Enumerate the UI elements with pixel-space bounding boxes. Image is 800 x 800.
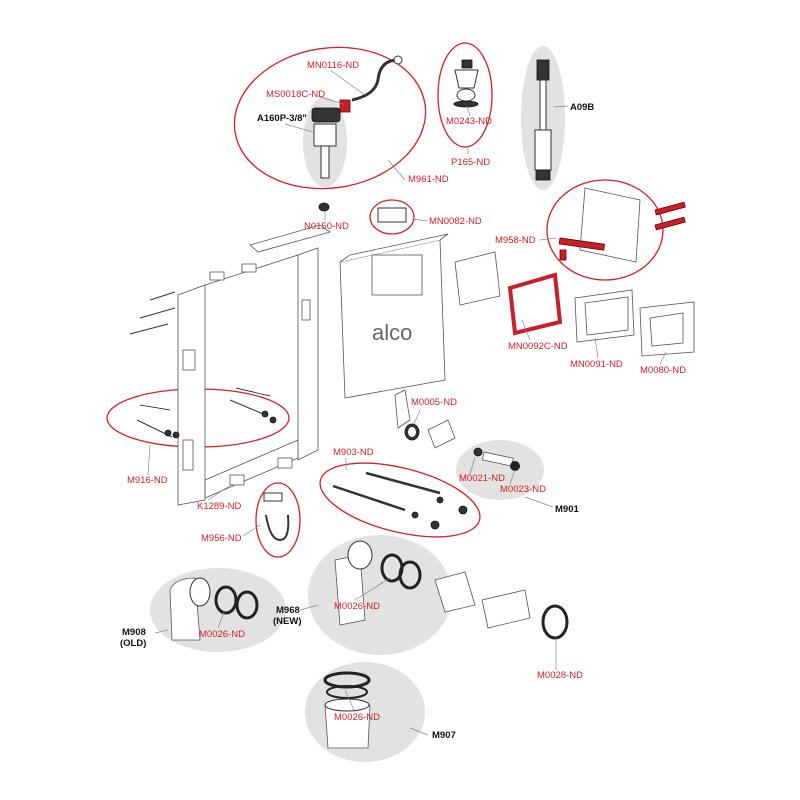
label-ms0018c: MS0018C-ND [266,89,325,100]
label-m903: M903-ND [333,447,374,458]
label-m961: M961-ND [408,174,449,185]
actuator-frame [454,251,501,306]
n0150-part [318,202,330,212]
label-mn0091: MN0091-ND [570,359,623,370]
m958-group-ring [546,179,664,281]
m903-group-ring [319,462,481,538]
label-mn0116: MN0116-ND [307,60,359,71]
m907-adapter [323,671,371,749]
m908-bend [169,577,259,641]
a160p-fill-valve [311,107,341,179]
label-a09b: A09B [570,102,594,113]
label-m0026-old: M0026-ND [199,629,245,640]
m956-clamp [263,492,290,542]
label-m0023: M0023-ND [500,484,546,495]
alco-logo: alco [372,320,412,345]
k1289-sleeve [229,474,245,486]
mn0116-hose [351,58,399,102]
m961-group-ring [233,46,427,190]
mn0091-box [574,289,635,343]
m0021-ring [473,447,483,457]
connector-pipe [427,419,456,449]
label-m956: M956-ND [201,533,242,544]
label-k1289: K1289-ND [197,501,241,512]
m903-rods [332,471,468,530]
label-m958: M958-ND [495,235,536,246]
label-n0150: N0150-ND [304,221,349,232]
wall-anchors [129,263,257,335]
label-m0021: M0021-ND [459,473,505,484]
m0023-cap [510,461,520,471]
label-mn0082: MN0082-ND [429,216,482,227]
m0005-ring-hole [408,427,416,437]
label-m901: M901 [555,504,579,515]
label-m0005: M0005-ND [411,397,457,408]
leader-lines [147,69,667,736]
m916-bolts [136,387,277,439]
m958-mechanism [558,187,686,263]
m968-group-highlight [308,535,452,655]
m0080-inner [649,312,684,347]
mn0082-part [377,207,407,223]
k1289-sleeve-2 [277,457,293,469]
label-m907: M907 [432,730,456,741]
label-m916: M916-ND [127,475,168,486]
p165-group-ring [437,42,493,148]
mn0082-ring [369,199,415,235]
m956-ring [255,482,301,558]
installation-frame [177,224,331,506]
a09b-flush-valve [534,59,552,181]
extension-pipes [434,571,569,640]
label-m0026-m907: M0026-ND [334,712,380,723]
mn0092c-frame [507,272,563,336]
label-a160p: A160P-3/8" [257,113,307,124]
label-m0028: M0028-ND [537,670,583,681]
label-m0080: M0080-ND [640,365,686,376]
label-m908: M908 [122,627,146,638]
m968-bend [334,540,422,626]
cistern-tank: alco [339,233,449,429]
label-m968: M968 [276,605,300,616]
label-mn0092c: MN0092C-ND [508,341,568,352]
label-p165: P165-ND [451,157,490,168]
label-m0026-new: M0026-ND [334,601,380,612]
label-m0243: M0243-ND [446,116,492,127]
label-m968-new: (NEW) [273,616,302,627]
p165-flush-valve [453,59,479,108]
hose-nut [393,55,403,65]
ms0018c-part [339,99,351,113]
label-m908-old: (OLD) [120,638,146,649]
m0028-seal [541,604,569,640]
